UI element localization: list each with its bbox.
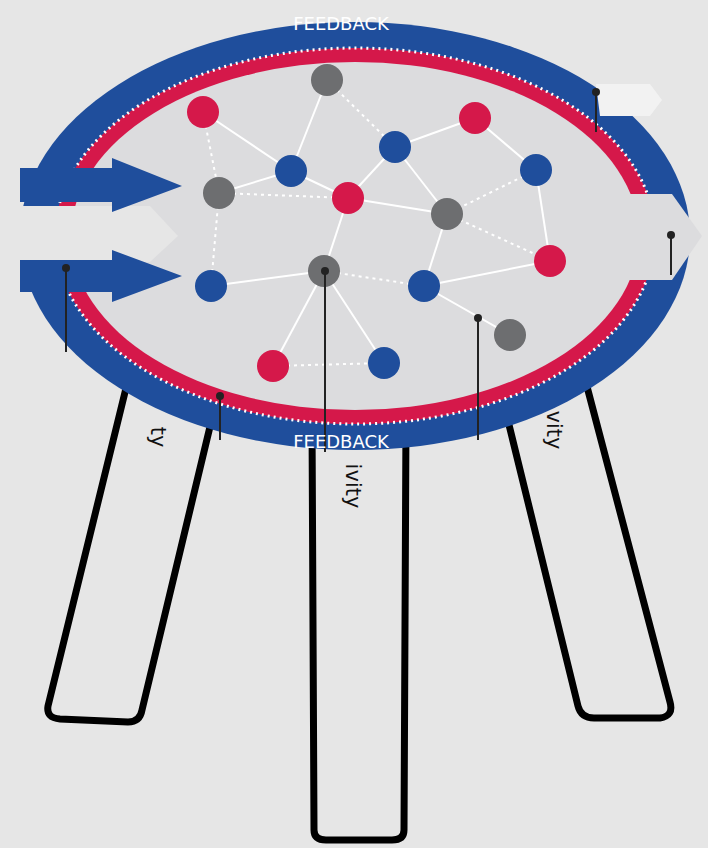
leader-dot (216, 392, 224, 400)
network-dot (332, 182, 364, 214)
network-link (219, 193, 348, 198)
network-dot (379, 131, 411, 163)
stool-leg (312, 420, 406, 840)
flag-shape (596, 84, 662, 116)
input-arrow (20, 158, 182, 212)
network-dot (431, 198, 463, 230)
band-label: FEEDBACK (293, 15, 389, 33)
network-link (211, 271, 324, 286)
stool-leg (48, 380, 220, 722)
leader-dot (474, 314, 482, 322)
network-dot (520, 154, 552, 186)
leader-dot (667, 231, 675, 239)
leader-dot (592, 88, 600, 96)
network-dot (494, 319, 526, 351)
network-dot (311, 64, 343, 96)
network-link (273, 363, 384, 366)
network-dot (275, 155, 307, 187)
leader-line (595, 92, 597, 132)
leg-label: ivity (342, 464, 363, 509)
input-arrow (20, 250, 182, 302)
network-link (424, 261, 550, 286)
network-link (324, 271, 384, 363)
leader-line (670, 235, 672, 275)
leader-line (219, 396, 221, 440)
leader-line (324, 271, 326, 452)
band-label: FEEDBACK (293, 433, 389, 451)
output-arrow (596, 194, 702, 280)
network-dot (195, 270, 227, 302)
leader-dot (62, 264, 70, 272)
network-dot (257, 350, 289, 382)
network-dot (203, 177, 235, 209)
network-dot (534, 245, 566, 277)
leader-line (65, 268, 67, 352)
network-dot (187, 96, 219, 128)
leg-label: ty (147, 427, 168, 448)
network-dot (408, 270, 440, 302)
network-dot (368, 347, 400, 379)
leader-dot (321, 267, 329, 275)
leader-line (477, 318, 479, 440)
seat-notch (10, 206, 178, 262)
leg-label: vity (543, 411, 564, 450)
network-dot (459, 102, 491, 134)
network-link (447, 214, 550, 261)
network-link (273, 271, 324, 366)
